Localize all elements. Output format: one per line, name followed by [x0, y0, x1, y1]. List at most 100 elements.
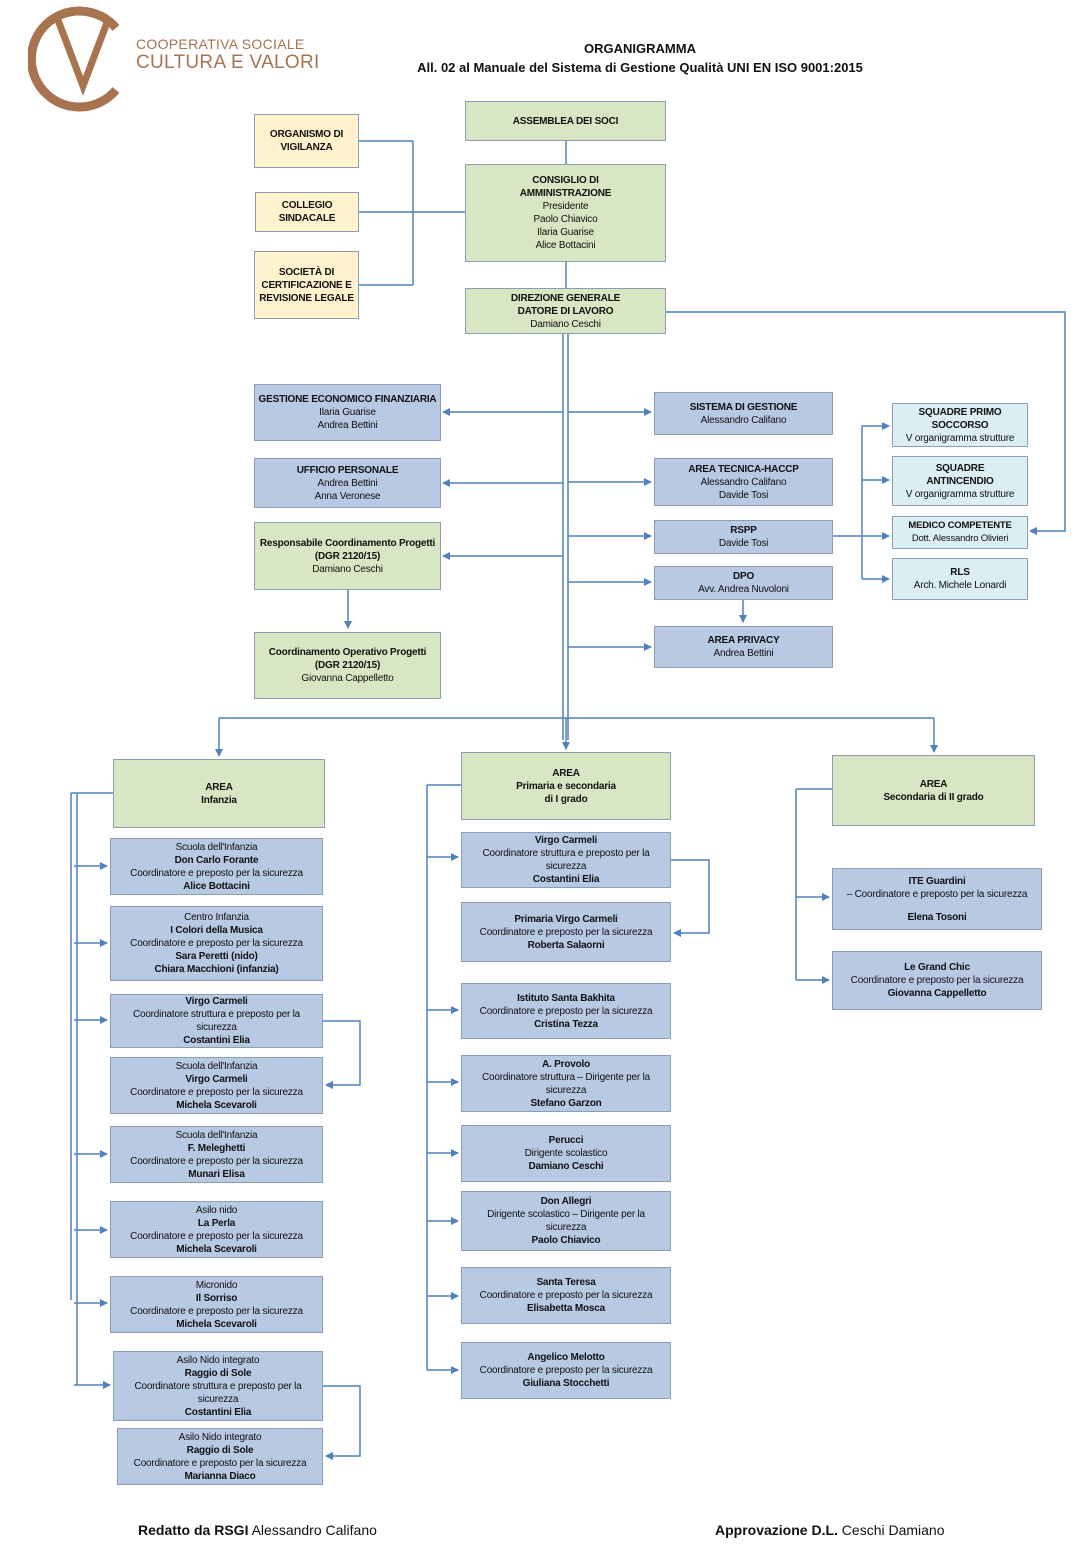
unit-person: Damiano Ceschi	[528, 1161, 604, 1172]
unit-person: Costantini Elia	[532, 874, 600, 885]
sistema-name: Alessandro Califano	[700, 414, 787, 426]
unit-person: Giuliana Stocchetti	[522, 1378, 610, 1389]
logo-line1: COOPERATIVA SOCIALE	[136, 36, 305, 52]
primo-soccorso-note: V organigramma strutture	[905, 432, 1015, 444]
logo-text: COOPERATIVA SOCIALE CULTURA E VALORI	[136, 36, 320, 74]
unit-name: F. Meleghetti	[187, 1142, 246, 1154]
unit-person: Costantini Elia	[184, 1406, 252, 1418]
rls-title: RLS	[950, 567, 970, 578]
cda-role: Presidente	[542, 201, 589, 212]
unit-person: Costantini Elia	[183, 1035, 250, 1046]
unit-person: Elena Tosoni	[907, 911, 967, 923]
infanzia-unit-box: Scuola dell'Infanzia Virgo Carmeli Coord…	[110, 1057, 323, 1114]
area-secondaria-box: AREA Secondaria di II grado	[832, 755, 1035, 826]
approvazione-label: Approvazione D.L.	[715, 1522, 838, 1538]
gestione-economico-finanziaria-box: GESTIONE ECONOMICO FINANZIARIA Ilaria Gu…	[254, 384, 441, 441]
infanzia-unit-box: Asilo Nido integrato Raggio di Sole Coor…	[113, 1351, 323, 1421]
primaria-unit-box: Don Allegri Dirigente scolastico – Dirig…	[461, 1191, 671, 1251]
gestione-name: Andrea Bettini	[317, 420, 378, 431]
area-secondaria-subtitle: Secondaria di II grado	[883, 791, 984, 803]
unit-role: Coordinatore e preposto per la sicurezza	[479, 1365, 653, 1376]
footer-redatto: Redatto da RSGI Alessandro Califano	[138, 1522, 377, 1538]
unit-type: Asilo Nido integrato	[176, 1354, 260, 1366]
area-infanzia-box: AREA Infanzia	[113, 759, 325, 828]
unit-person: Marianna Diaco	[184, 1470, 256, 1482]
approvazione-name: Ceschi Damiano	[841, 1522, 945, 1538]
redatto-name: Alessandro Califano	[251, 1522, 377, 1538]
unit-name: A. Provolo	[541, 1058, 590, 1070]
unit-role: Coordinatore struttura – Dirigente per l…	[481, 1071, 650, 1096]
unit-name: Don Carlo Forante	[174, 854, 259, 866]
medico-competente-box: MEDICO COMPETENTE Dott. Alessandro Olivi…	[892, 516, 1028, 549]
primaria-unit-box: Santa Teresa Coordinatore e preposto per…	[461, 1267, 671, 1324]
unit-name: Don Allegri	[540, 1196, 592, 1207]
direzione-title: DIREZIONE GENERALE	[510, 292, 621, 304]
unit-role: Dirigente scolastico	[524, 1148, 608, 1159]
assemblea-soci-box: ASSEMBLEA DEI SOCI	[465, 101, 666, 141]
area-primaria-box: AREA Primaria e secondaria di I grado	[461, 752, 671, 820]
responsabile-coordinamento-box: Responsabile Coordinamento Progetti (DGR…	[254, 522, 441, 590]
rls-box: RLS Arch. Michele Lonardi	[892, 558, 1028, 600]
primaria-unit-box: Istituto Santa Bakhita Coordinatore e pr…	[461, 983, 671, 1039]
infanzia-unit-box: Asilo nido La Perla Coordinatore e prepo…	[110, 1201, 323, 1258]
squadre-antincendio-box: SQUADRE ANTINCENDIO V organigramma strut…	[892, 456, 1028, 506]
rspp-title: RSPP	[730, 525, 757, 536]
unit-type: Scuola dell'Infanzia	[175, 1129, 258, 1141]
medico-name: Dott. Alessandro Olivieri	[911, 532, 1009, 544]
unit-role: Coordinatore e preposto per la sicurezza	[130, 1305, 303, 1317]
unit-person: Alice Bottacini	[183, 880, 250, 892]
unit-role: Coordinatore e preposto per la sicurezza	[130, 1155, 303, 1167]
unit-role: Coordinatore e preposto per la sicurezza	[130, 1086, 303, 1098]
consiglio-amministrazione-box: CONSIGLIO DI AMMINISTRAZIONE Presidente …	[465, 164, 666, 262]
infanzia-unit-box: Centro Infanzia I Colori della Musica Co…	[110, 906, 323, 981]
unit-person: Michela Scevaroli	[176, 1243, 257, 1255]
unit-role: Coordinatore struttura e preposto per la…	[132, 1009, 301, 1033]
unit-role: Coordinatore e preposto per la sicurezza	[133, 1457, 307, 1469]
medico-title: MEDICO COMPETENTE	[908, 520, 1012, 532]
unit-name: Virgo Carmeli	[534, 835, 598, 846]
coordinamento-operativo-box: Coordinamento Operativo Progetti (DGR 21…	[254, 632, 441, 699]
logo-cv-icon	[28, 6, 120, 112]
cda-member: Paolo Chiavico	[533, 214, 598, 225]
collegio-sindacale-box: COLLEGIO SINDACALE	[255, 192, 359, 232]
rls-name: Arch. Michele Lonardi	[913, 580, 1007, 591]
unit-person: Paolo Chiavico	[531, 1235, 601, 1246]
collegio-label: COLLEGIO SINDACALE	[278, 200, 336, 224]
haccp-name: Davide Tosi	[718, 489, 769, 501]
primaria-unit-box: A. Provolo Coordinatore struttura – Diri…	[461, 1055, 671, 1112]
unit-role: Coordinatore e preposto per la sicurezza	[479, 1290, 653, 1301]
squadre-primo-soccorso-box: SQUADRE PRIMO SOCCORSO V organigramma st…	[892, 403, 1028, 447]
unit-person: Michela Scevaroli	[176, 1318, 257, 1330]
area-infanzia-title: AREA	[205, 781, 233, 793]
page-subtitle: All. 02 al Manuale del Sistema di Gestio…	[417, 59, 863, 75]
unit-name: Primaria Virgo Carmeli	[514, 913, 618, 925]
infanzia-unit-box: Scuola dell'Infanzia F. Meleghetti Coord…	[110, 1126, 323, 1183]
area-tecnica-haccp-box: AREA TECNICA-HACCP Alessandro Califano D…	[654, 458, 833, 506]
unit-name: Istituto Santa Bakhita	[517, 992, 615, 1004]
datore-title: DATORE DI LAVORO	[517, 305, 614, 317]
organismo-label: ORGANISMO DI VIGILANZA	[269, 129, 344, 153]
secondaria-unit-box: Le Grand Chic Coordinatore e preposto pe…	[832, 951, 1042, 1010]
unit-person: Roberta Salaorni	[527, 939, 605, 951]
unit-role: Coordinatore e preposto per la sicurezza	[479, 1005, 653, 1017]
unit-role: Coordinatore struttura e preposto per la…	[482, 848, 650, 872]
cda-title: CONSIGLIO DI AMMINISTRAZIONE	[519, 175, 612, 199]
antincendio-title: SQUADRE ANTINCENDIO	[926, 462, 994, 487]
primaria-unit-box: Perucci Dirigente scolastico Damiano Ces…	[461, 1125, 671, 1182]
rspp-name: Davide Tosi	[718, 538, 769, 549]
unit-name: I Colori della Musica	[170, 925, 263, 936]
unit-role: Dirigente scolastico – Dirigente per la …	[487, 1209, 645, 1233]
sistema-gestione-box: SISTEMA DI GESTIONE Alessandro Califano	[654, 392, 833, 435]
direzione-name: Damiano Ceschi	[530, 318, 601, 330]
dpo-box: DPO Avv. Andrea Nuvoloni	[654, 566, 833, 600]
unit-type: Micronido	[195, 1279, 238, 1291]
area-privacy-box: AREA PRIVACY Andrea Bettini	[654, 626, 833, 668]
unit-name: La Perla	[197, 1217, 236, 1229]
antincendio-note: V organigramma strutture	[905, 488, 1015, 500]
dpo-title: DPO	[732, 571, 755, 582]
dpo-name: Avv. Andrea Nuvoloni	[698, 584, 789, 595]
infanzia-unit-box: Asilo Nido integrato Raggio di Sole Coor…	[117, 1428, 323, 1485]
infanzia-unit-box: Micronido Il Sorriso Coordinatore e prep…	[110, 1276, 323, 1333]
personale-name: Anna Veronese	[314, 490, 381, 502]
unit-role: Coordinatore struttura e preposto per la…	[134, 1380, 302, 1405]
